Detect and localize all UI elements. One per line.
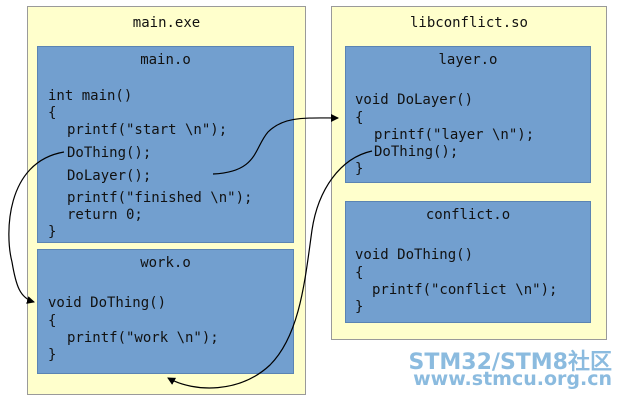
code-line: {	[355, 265, 364, 281]
layer-o-title: layer.o	[438, 52, 498, 68]
code-line: }	[48, 224, 57, 240]
libconflict-title: libconflict.so	[409, 15, 528, 31]
code-line: {	[355, 110, 364, 126]
code-line: }	[355, 161, 364, 177]
code-line: int main()	[48, 88, 133, 104]
code-line: void DoThing()	[355, 247, 474, 263]
watermark-title: STM32/STM8社区	[408, 350, 612, 375]
main-o-title: main.o	[140, 52, 191, 68]
code-line: return 0;	[67, 207, 143, 223]
code-line: {	[48, 105, 57, 121]
code-line: void DoThing()	[48, 295, 167, 311]
code-line: printf("start \n");	[67, 122, 228, 138]
watermark-url: www.stmcu.org.cn	[413, 368, 612, 390]
work-o-title: work.o	[140, 255, 191, 271]
code-line: printf("finished \n");	[67, 190, 253, 206]
work-o-box: work.o	[37, 249, 294, 374]
layer-o-box: layer.o	[345, 46, 591, 183]
code-line-dothing-call: DoThing();	[67, 145, 152, 161]
code-line-dothing-call: DoThing();	[374, 144, 459, 160]
conflict-o-box: conflict.o	[345, 201, 591, 323]
code-line: printf("conflict \n");	[372, 282, 558, 298]
code-line: }	[355, 299, 364, 315]
code-line: }	[48, 347, 57, 363]
code-line: printf("work \n");	[67, 330, 219, 346]
main-exe-title: main.exe	[132, 15, 201, 31]
code-line: printf("layer \n");	[374, 127, 535, 143]
code-line-dolayer-call: DoLayer();	[67, 168, 152, 184]
conflict-o-title: conflict.o	[425, 207, 511, 223]
code-line: void DoLayer()	[355, 92, 474, 108]
code-line: {	[48, 313, 57, 329]
